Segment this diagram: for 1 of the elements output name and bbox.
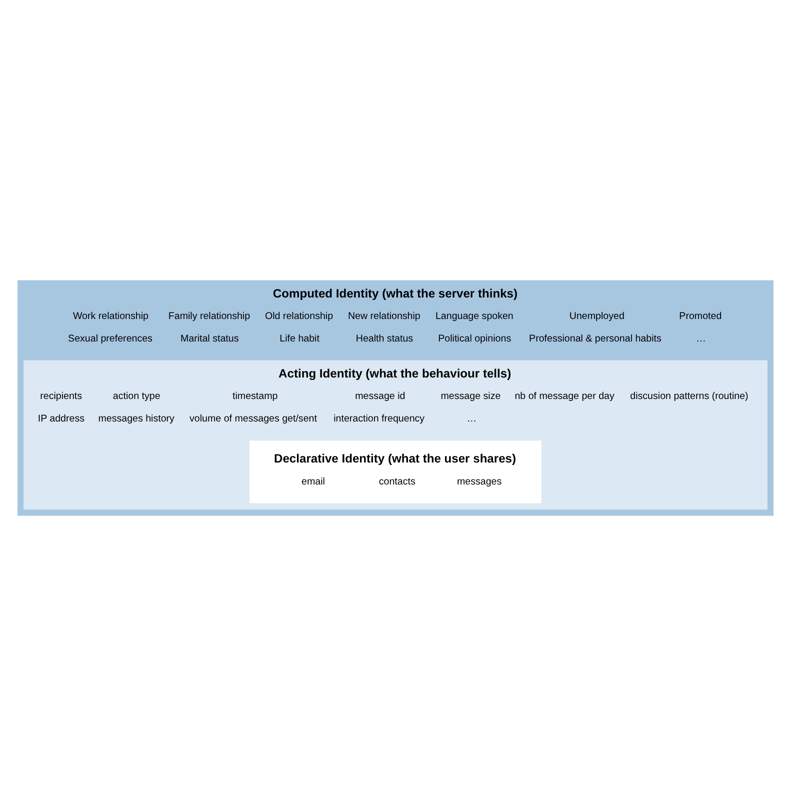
node-box: Declarative Identity (what the user shares) email contacts messages bbox=[250, 440, 542, 503]
